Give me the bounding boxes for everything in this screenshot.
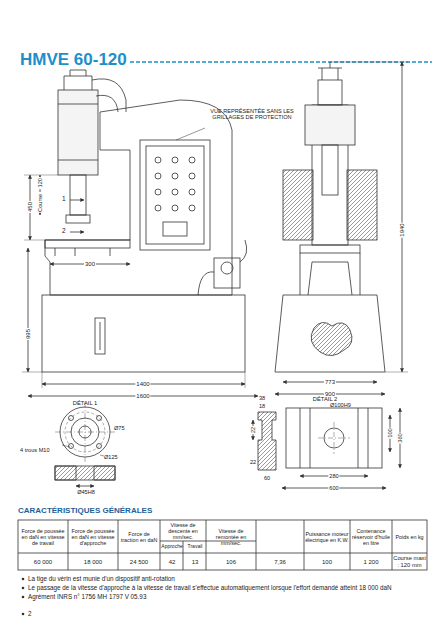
table-cell: Force de poussée en daN en vitesse de tr…	[19, 521, 67, 553]
drawing-label: DÉTAIL 1	[60, 400, 110, 407]
drawing-label: VUE REPRÉSENTÉE SANS LES GRILLAGES DE PR…	[198, 108, 306, 121]
dimension-label: 100	[387, 427, 393, 438]
table-cell: Vitesse de descente en mm/sec.	[161, 521, 205, 541]
table-cell: Force de traction en daN	[119, 521, 159, 553]
dimension-label: 360	[397, 432, 403, 443]
dimension-label: 280	[328, 473, 339, 479]
table-cell: 24 500	[119, 554, 159, 570]
table-cell: Course maxi : 120 mm	[393, 554, 426, 570]
dimension-label: 38	[258, 395, 266, 401]
dimension-label: 1600	[135, 393, 150, 400]
drawing-label: Ø125	[104, 454, 134, 460]
table-cell: Force de poussée en daN en vitesse d'app…	[69, 521, 117, 553]
dimension-label: 1940	[399, 222, 406, 237]
dimension-label: Course = 120	[37, 177, 43, 213]
table-cell: Travail	[184, 541, 206, 553]
dimension-label: 600	[328, 485, 339, 491]
note-text: La tige du vérin est munie d'un disposit…	[28, 575, 428, 582]
dimension-label: 1400	[135, 381, 150, 388]
dimension-label: 995	[25, 328, 32, 340]
table-cell: 42	[161, 554, 183, 570]
dimension-label: 773	[324, 379, 336, 386]
drawing-label: 1	[62, 195, 72, 202]
drawing-label: DÉTAIL 2	[300, 396, 350, 403]
note-text: 2	[28, 610, 428, 617]
table-cell: Vitesse de remontée en mm/sec.	[207, 521, 255, 553]
dimension-label: 450	[27, 201, 34, 213]
drawing-label: Ø45H8	[66, 489, 106, 495]
table-cell: Poids en kg	[393, 521, 426, 553]
note-text: Le passage de la vitesse d'approche à la…	[28, 584, 428, 591]
table-cell: 18 000	[69, 554, 117, 570]
dimension-label: 18	[258, 403, 266, 409]
drawing-label: CARACTÉRISTIQUES GÉNÉRALES	[18, 506, 318, 515]
drawing-label: Ø75	[114, 425, 144, 431]
table-cell: 106	[207, 554, 255, 570]
table-cell: 1 200	[351, 554, 391, 570]
table-cell: 13	[184, 554, 206, 570]
dimension-label: 60	[263, 475, 271, 481]
drawing-label: 4 trous M10	[20, 447, 64, 453]
dimension-label: 22	[250, 426, 256, 434]
table-cell: 100	[305, 554, 349, 570]
dimension-label: 300	[84, 261, 96, 268]
table-cell: Puissance moteur électrique en K.W.	[305, 521, 349, 553]
table-cell: Contenance réservoir d'huile en litre	[351, 521, 391, 553]
drawing-label: Ø100H9	[330, 402, 370, 408]
note-text: Agrément INRS n° 1756 MH 1797 V 05.93	[28, 593, 428, 600]
table-cell: Approche	[161, 541, 183, 553]
table-cell: 7,36	[257, 554, 303, 570]
page-title: HMVE 60-120	[20, 50, 127, 70]
drawing-label: 2	[62, 227, 72, 234]
table-cell: 60 000	[19, 554, 67, 570]
dimension-label: 22	[249, 459, 257, 465]
